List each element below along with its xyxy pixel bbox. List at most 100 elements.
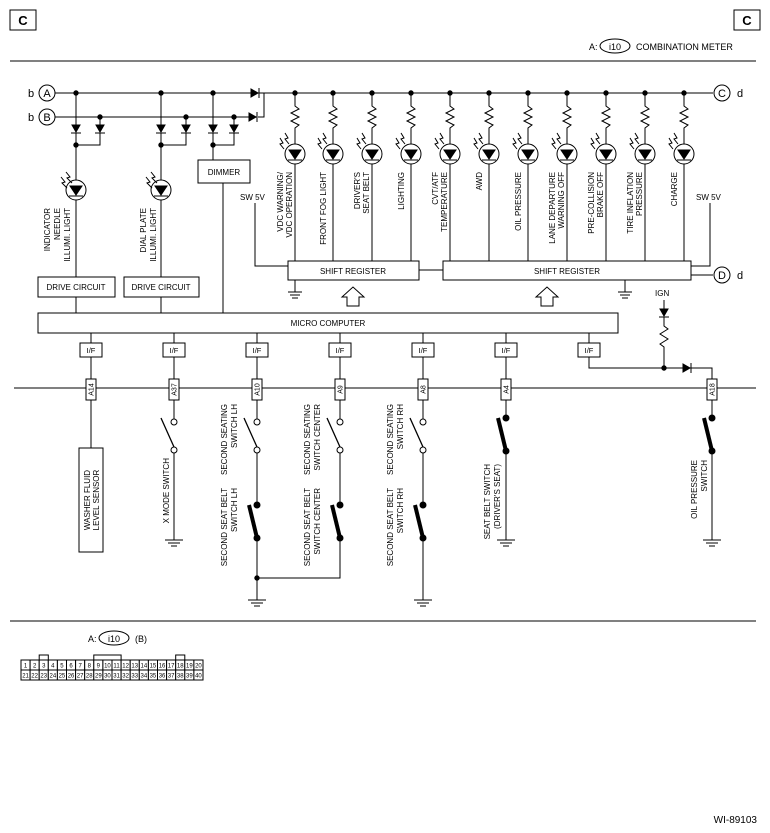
- warning-lamp-label: VDC OPERATION: [285, 172, 294, 238]
- washer-label-1: WASHER FLUID: [83, 470, 92, 530]
- pin-number: 1: [24, 664, 28, 670]
- ground-icon: [703, 539, 721, 547]
- warning-lamp-label: LIGHTING: [397, 172, 406, 210]
- connector-latch: [175, 654, 186, 661]
- interface-label: I/F: [419, 346, 428, 355]
- pin-number: 37: [168, 674, 175, 680]
- bus-a-letter: b: [28, 88, 34, 100]
- light-rays-icon: [317, 132, 328, 150]
- switch-blade-icon: [330, 504, 342, 539]
- left-bus-dots: [73, 90, 237, 148]
- light-rays-icon: [279, 132, 290, 150]
- light-rays-icon: [512, 132, 523, 150]
- arrow-up-right-icon: [534, 286, 560, 307]
- switch-contact: [170, 418, 178, 426]
- pin-number: 23: [40, 674, 47, 680]
- belt-center-label-2: SWITCH CENTER: [313, 488, 322, 555]
- corner-box-right: [733, 9, 761, 31]
- belt-lh-label-1: SECOND SEAT BELT: [220, 488, 229, 566]
- pin-label: A10: [255, 383, 262, 396]
- node-d-label: D: [718, 270, 726, 282]
- pin-number: 21: [22, 674, 29, 680]
- bottom-connector-code: i10: [108, 634, 120, 644]
- drive-circuit-1: [37, 276, 116, 298]
- bus-b-join: [258, 93, 265, 118]
- seating-center-label-1: SECOND SEATING: [303, 404, 312, 475]
- resistor-icon: [522, 93, 534, 144]
- resistor-icon: [366, 93, 378, 144]
- drive-circuit-1-label: DRIVE CIRCUIT: [46, 283, 105, 292]
- dial-plate-lamp-icon: [145, 171, 172, 201]
- warning-lamp-7: OIL PRESSURE: [512, 90, 539, 261]
- switch-blade-icon: [409, 417, 424, 448]
- bus-c-node-label: C: [718, 88, 726, 100]
- led-triangle: [443, 149, 457, 160]
- interface-label: I/F: [87, 346, 96, 355]
- indicator-label-1: INDICATOR: [43, 208, 52, 251]
- seating-lh-label-2: SWITCH LH: [230, 404, 239, 448]
- warning-lamp-label: DRIVER'S: [353, 172, 362, 209]
- light-rays-icon: [356, 132, 367, 150]
- resistor-icon: [483, 93, 495, 144]
- warning-lamp-columns: VDC WARNING/VDC OPERATION FRONT FOG LIGHT…: [276, 90, 695, 261]
- light-rays-icon: [668, 132, 679, 150]
- oil-pressure-label-2: SWITCH: [700, 460, 709, 492]
- warning-lamp-label: PRESSURE: [635, 172, 644, 216]
- ign-diode-icon: [659, 308, 669, 318]
- register-ground-icons: [288, 280, 632, 299]
- indicator-label-3: ILLUMI. LIGHT: [63, 208, 72, 262]
- switch-blade-icon: [496, 417, 508, 452]
- ground-icon: [165, 539, 183, 547]
- pin-number: 22: [31, 674, 38, 680]
- indicator-label-2: NEEDLE: [53, 208, 62, 240]
- warning-lamp-label: LANE DEPARTURE: [548, 172, 557, 244]
- pin-number: 28: [86, 674, 93, 680]
- seatbelt-driver-label-1: SEAT BELT SWITCH: [483, 464, 492, 540]
- pin-label: A8: [421, 385, 428, 394]
- light-rays-icon: [551, 132, 562, 150]
- switch-contact: [419, 418, 427, 426]
- warning-lamp-label: VDC WARNING/: [276, 171, 285, 231]
- corner-label-right: C: [742, 13, 752, 28]
- led-triangle: [404, 149, 418, 160]
- interface-label: I/F: [253, 346, 262, 355]
- belt-center-label-1: SECOND SEAT BELT: [303, 488, 312, 566]
- led-triangle: [677, 149, 691, 160]
- connector-ref-code: i10: [609, 42, 621, 52]
- pin-number: 11: [113, 664, 120, 670]
- switch-contact: [708, 414, 716, 422]
- pin-number: 10: [104, 664, 111, 670]
- seatbelt-driver-label-2: (DRIVER'S SEAT): [493, 464, 502, 529]
- pin-number: 35: [150, 674, 157, 680]
- bus-c-letter: d: [737, 88, 743, 100]
- pin-number: 18: [177, 664, 184, 670]
- warning-lamp-label: FRONT FOG LIGHT: [319, 172, 328, 245]
- left-lamp-group: [75, 93, 235, 313]
- pin-number: 2: [33, 664, 37, 670]
- pin-number: 6: [69, 664, 73, 670]
- belt-rh-label-1: SECOND SEAT BELT: [386, 488, 395, 566]
- warning-lamp-label: WARNING OFF: [557, 172, 566, 229]
- connector-ref-name: COMBINATION METER: [636, 42, 733, 52]
- connector-ref-prefix: A:: [589, 42, 598, 52]
- warning-lamp-2: FRONT FOG LIGHT: [317, 90, 344, 261]
- seating-center-label-2: SWITCH CENTER: [313, 404, 322, 471]
- switch-contact: [502, 414, 510, 422]
- oil-pressure-label-1: OIL PRESSURE: [690, 460, 699, 519]
- resistor-icon: [639, 93, 651, 144]
- pin-number: 39: [186, 674, 193, 680]
- xmode-label: X MODE SWITCH: [162, 458, 171, 524]
- pin-label: A18: [710, 383, 717, 396]
- switch-contact: [336, 446, 344, 454]
- ground-icon: [497, 539, 515, 547]
- oil-diode-icon: [682, 363, 692, 373]
- led-triangle: [288, 149, 302, 160]
- shift-register-left-label: SHIFT REGISTER: [320, 267, 386, 276]
- resistor-icon: [327, 93, 339, 144]
- warning-lamp-4: LIGHTING: [395, 90, 422, 261]
- belt-lh-label-2: SWITCH LH: [230, 488, 239, 532]
